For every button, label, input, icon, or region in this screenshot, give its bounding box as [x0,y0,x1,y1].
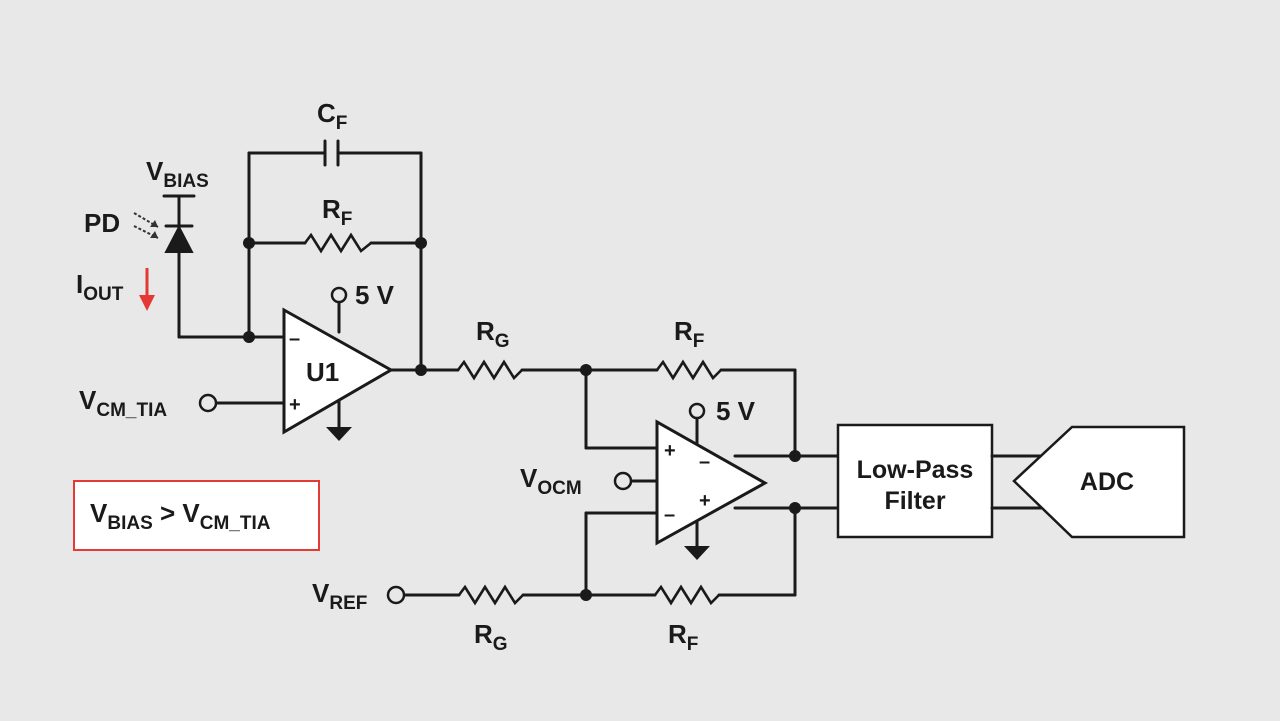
resistor-rg-top [456,359,523,381]
low-pass-filter-block [836,423,994,539]
diff-plus-out-pin: + [699,490,711,512]
diff-noninverting-in-pin: + [664,440,676,462]
resistor-rf-top [655,359,722,381]
u1-supply [330,286,348,334]
pd-label: PD [84,208,120,238]
bias-condition-box [73,480,320,551]
adc-block [1012,425,1186,539]
diff-bottom-wires [402,506,797,597]
adc-label: ADC [1080,468,1134,496]
bias-condition-text: VBIAS > VCM_TIA [90,498,271,534]
vcm-tia-terminal [198,393,286,413]
diff-minus-out-pin: – [699,451,710,473]
rf-tia-label: RF [322,194,352,230]
light-arrows-icon [133,212,159,239]
diff-output-wires [733,454,840,510]
lpf-label-line1: Low-Pass [857,456,974,484]
vcm-tia-label: VCM_TIA [79,385,167,421]
diff-supply-label: 5 V [716,396,756,426]
u1-output-wires [389,368,659,450]
junction-dots [243,237,801,601]
rg-bottom-label: RG [474,619,508,655]
rf-top-label: RF [674,316,704,352]
u1-ground-icon [326,395,352,441]
resistor-rg-bottom [457,584,524,606]
tia-feedback-wires [177,151,423,372]
diff-inverting-in-pin: – [664,504,675,526]
photodiode [162,194,196,339]
diff-supply [688,402,706,445]
vbias-label: VBIAS [146,156,209,192]
rg-top-label: RG [476,316,510,352]
iout-arrow-icon [139,268,155,311]
vocm-terminal [613,471,659,491]
vref-label: VREF [312,578,367,614]
vref-terminal [386,585,406,605]
resistor-rf-bottom [653,584,720,606]
iout-label: IOUT [76,269,124,305]
rf-bottom-label: RF [668,619,698,655]
cf-label: CF [317,98,347,134]
u1-label: U1 [306,357,339,387]
u1-noninverting-pin: + [289,394,301,416]
diff-ground-icon [684,518,710,560]
feedback-resistor-rf [303,232,372,254]
vocm-label: VOCM [520,463,582,499]
u1-supply-label: 5 V [355,280,395,310]
feedback-capacitor [323,139,340,167]
diff-top-feedback-wires [584,368,797,458]
u1-inverting-pin: – [289,328,300,350]
op-amp-u1 [282,307,395,435]
lpf-to-adc-wires [990,454,1044,510]
lpf-label-line2: Filter [884,487,945,515]
